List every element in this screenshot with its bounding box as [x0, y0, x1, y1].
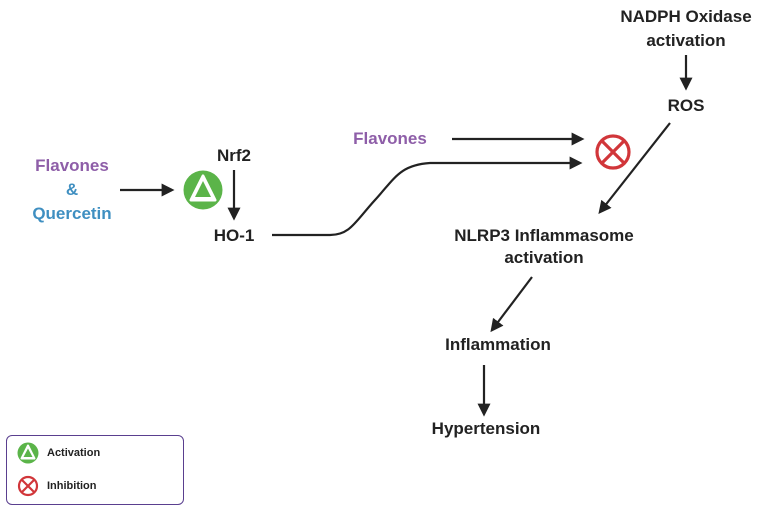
arrow-ho1-to-inhibition: [272, 156, 583, 237]
arrow-ros-to-nlrp3: [598, 122, 671, 215]
legend-activation-icon: [17, 442, 39, 464]
legend-activation-label: Activation: [47, 447, 101, 459]
nrf2-label: Nrf2: [216, 146, 251, 165]
legend-inhibition-icon: [17, 475, 39, 497]
nadph-activation-label: activation: [646, 31, 726, 50]
nlrp3-inflammasome-label: NLRP3 Inflammasome: [454, 226, 634, 245]
flavones-label-top: Flavones: [353, 129, 427, 148]
quercetin-label: Quercetin: [32, 204, 112, 223]
ho1-label: HO-1: [213, 226, 255, 245]
nadph-oxidase-label: NADPH Oxidase: [620, 7, 752, 26]
ros-label: ROS: [667, 96, 705, 115]
legend-inhibition-label: Inhibition: [47, 480, 97, 492]
arrow-nlrp3-to-inflammation: [490, 276, 533, 333]
legend-box: Activation Inhibition: [6, 435, 184, 505]
inflammation-label: Inflammation: [445, 335, 551, 354]
nlrp3-activation-label: activation: [504, 248, 584, 267]
legend-activation-row: Activation: [17, 442, 100, 464]
flavones-label-left: Flavones: [35, 156, 109, 175]
hypertension-label: Hypertension: [431, 419, 541, 438]
ampersand-label: &: [65, 180, 79, 199]
legend-inhibition-row: Inhibition: [17, 475, 96, 497]
activation-triangle-icon: [183, 170, 223, 210]
inhibition-circle-x-icon: [595, 134, 631, 170]
